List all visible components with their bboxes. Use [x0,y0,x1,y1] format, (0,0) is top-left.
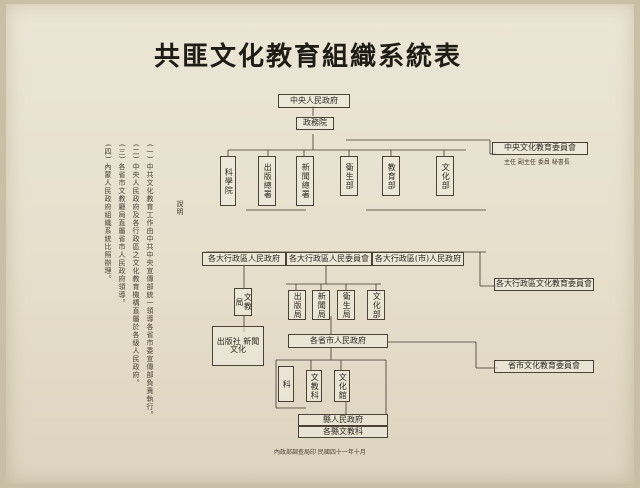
note-4: (四) 內蒙人民政府組織系統比照辦理。 [104,144,112,283]
bottom-section-box: 科 [278,366,294,402]
region-gov-left: 各大行政區人民政府 [202,252,286,266]
prov-dept-health: 衛生局 [337,290,355,320]
central-people-gov-box: 中央人民政府 [278,94,350,108]
central-committee-members: 主任 副主任 委員 秘書長 [504,159,570,166]
document-title: 共匪文化教育組織系統表 [154,42,463,72]
ministry-education: 教育部 [382,156,400,196]
large-region-committee-box: 各大行政區文化教育委員會 [494,278,594,291]
publishing-news-culture-box: 出版社 新聞 文化 [212,326,264,366]
connector-lines [206,106,498,414]
bottom-culture-education-box: 文教科 [306,370,322,402]
county-gov-box: 縣人民政府 [298,414,388,426]
ministry-culture: 文化部 [436,156,454,196]
central-committee-box: 中央文化教育委員會 [492,142,588,155]
region-committee-middle: 各大行政區人民委員會 [286,252,372,266]
prov-dept-culture: 文化部 [367,290,385,320]
note-1: (一) 中共文化教育工作由中共中央宣傳部統一領導各省市委宣傳部負責執行。 [146,144,154,419]
note-2: (二) 中央人民政府及各行政區之文化教育機構直屬於各級人民政府。 [132,144,140,387]
provincial-city-gov-box: 各省市人民政府 [288,334,388,348]
footer-text: 內政部調查局印 民國四十一年十月 [274,449,366,456]
state-council-box: 政務院 [296,117,334,130]
culture-education-bureau-box: 文教局 [234,288,252,316]
note-3: (三) 各省市文教廳局直屬省市人民政府領導。 [118,144,126,307]
ministry-press: 新聞總署 [296,156,314,206]
province-city-committee-box: 省市文化教育委員會 [494,360,594,373]
bottom-cultural-center-box: 文化館 [334,370,350,402]
prov-dept-publishing: 出版局 [288,290,306,320]
document-sheet: 共匪文化教育組織系統表 中央人民政府 政務院 中央文化教育委員會 主任 副主任 … [6,4,634,484]
region-gov-right: 各大行政區(市)人民政府 [372,252,464,266]
notes-label: 說明 [176,200,184,216]
ministry-publishing: 出版總署 [258,156,276,206]
county-note-box: 各縣文教科 [298,426,388,438]
prov-dept-press: 新聞局 [312,290,330,320]
ministry-academy-of-sciences: 科學院 [220,156,236,206]
ministry-health: 衛生部 [340,156,358,196]
